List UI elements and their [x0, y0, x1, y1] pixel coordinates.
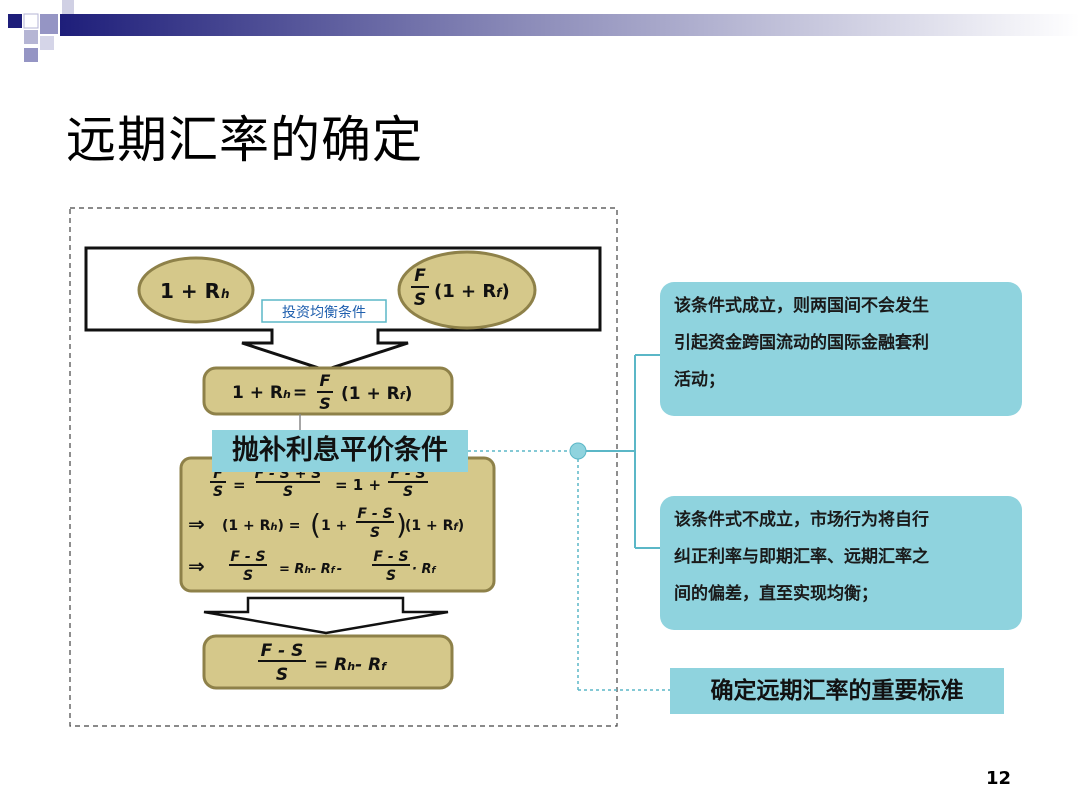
oval-right-sub: f — [496, 286, 503, 300]
row1-f2-den: S — [283, 484, 293, 500]
eq1-close: ) — [405, 384, 413, 404]
row3-den: S — [243, 568, 253, 584]
row3-c: - — [337, 562, 342, 577]
svg-text:): ) — [396, 508, 407, 541]
row2-b: ) = — [278, 518, 301, 534]
investment-label: 投资均衡条件 — [282, 304, 366, 321]
row3-d: · R — [412, 562, 431, 577]
row1-rest: = 1 + — [335, 476, 381, 494]
callout-holds-line: 该条件式成立，则两国间不会发生 — [674, 296, 929, 316]
row3-f2-num: F - S — [373, 549, 408, 565]
svg-text:1 + Rh: 1 + Rh — [160, 279, 230, 303]
eq1-rest: (1 + R — [341, 384, 400, 404]
callout-not-holds-line: 纠正利率与即期汇率、远期汇率之 — [674, 547, 929, 567]
bottom-funnel-arrow — [203, 596, 449, 635]
oval-home-return — [137, 256, 255, 324]
row3-a: = R — [279, 562, 304, 577]
result-den: S — [276, 665, 288, 685]
svg-text:(1 + Rf): (1 + Rf) — [434, 281, 510, 302]
eq1-eq: = — [293, 383, 307, 403]
investment-label-box — [261, 299, 387, 323]
standard-label: 确定远期汇率的重要标准 — [670, 668, 1004, 714]
result-a: = R — [314, 655, 347, 675]
eq1-sub: f — [400, 389, 406, 402]
result-b-sub: f — [381, 660, 387, 673]
eq1-left: 1 + R — [232, 383, 283, 403]
row2-num: F - S — [357, 506, 392, 522]
row3-arrow: ⇒ — [188, 554, 205, 578]
row2-d: (1 + R — [405, 518, 454, 534]
row2-d-sub: f — [453, 522, 459, 533]
row3-a-sub: h — [304, 566, 310, 576]
result-b: - R — [355, 655, 381, 675]
oval-right-den: S — [414, 290, 426, 310]
row1-f1-den: S — [213, 484, 223, 500]
result-num: F - S — [261, 641, 304, 661]
callout-not-holds-line: 间的偏差，直至实现均衡； — [674, 584, 878, 604]
oval-right-num: F — [414, 266, 426, 286]
connector-node — [569, 442, 587, 460]
row1-f3-den: S — [403, 484, 413, 500]
callout-holds-line: 活动； — [674, 370, 725, 390]
oval-left-sub: h — [221, 287, 230, 301]
row1-f1-num: F — [213, 466, 223, 482]
result-box — [202, 634, 454, 690]
svg-text:= Rh- Rf: = Rh- Rf — [314, 655, 387, 675]
svg-text:(1 + Rh) =: (1 + Rh) = — [222, 518, 301, 534]
diagram-frame — [69, 207, 618, 727]
header-decoration — [8, 0, 1080, 62]
svg-text:(1 + Rf): (1 + Rf) — [341, 384, 412, 404]
svg-text:(1 + Rf): (1 + Rf) — [405, 518, 464, 534]
oval-right-close: ) — [501, 281, 509, 302]
row2-a: (1 + R — [222, 518, 271, 534]
row2-den: S — [370, 525, 380, 541]
row2-arrow: ⇒ — [188, 512, 205, 536]
svg-text:= Rh- Rf-: = Rh- Rf- — [279, 562, 342, 577]
callout-holds-line: 引起资金跨国流动的国际金融套利 — [674, 333, 929, 353]
page-number: 12 — [986, 768, 1012, 789]
row1-eq: = — [233, 476, 246, 494]
callout-condition-holds: 该条件式成立，则两国间不会发生 引起资金跨国流动的国际金融套利 活动； — [660, 282, 1022, 416]
irp-label: 抛补利息平价条件 — [212, 430, 468, 472]
row3-f2-den: S — [386, 568, 396, 584]
row3-num: F - S — [230, 549, 265, 565]
svg-text:(: ( — [310, 508, 321, 541]
svg-text:· Rf: · Rf — [412, 562, 436, 577]
eq1-num: F — [320, 371, 331, 390]
callout-condition-not-holds: 该条件式不成立，市场行为将自行 纠正利率与即期汇率、远期汇率之 间的偏差，直至实… — [660, 496, 1022, 630]
slide-title: 远期汇率的确定 — [66, 111, 423, 169]
eq1-left-sub: h — [283, 388, 291, 401]
row3-d-sub: f — [431, 566, 436, 576]
result-a-sub: h — [347, 660, 355, 673]
row3-b-sub: f — [331, 566, 336, 576]
row2-e: ) — [458, 518, 464, 534]
oval-left-text: 1 + R — [160, 279, 220, 303]
svg-text:1 + Rh=: 1 + Rh= — [232, 383, 307, 403]
eq1-den: S — [319, 394, 331, 413]
oval-foreign-return — [397, 250, 537, 330]
row2-a-sub: h — [270, 522, 277, 533]
row2-c: 1 + — [321, 518, 347, 534]
callout-not-holds-line: 该条件式不成立，市场行为将自行 — [674, 510, 929, 530]
row3-b: - R — [311, 562, 331, 577]
oval-right-rest: (1 + R — [434, 281, 496, 302]
